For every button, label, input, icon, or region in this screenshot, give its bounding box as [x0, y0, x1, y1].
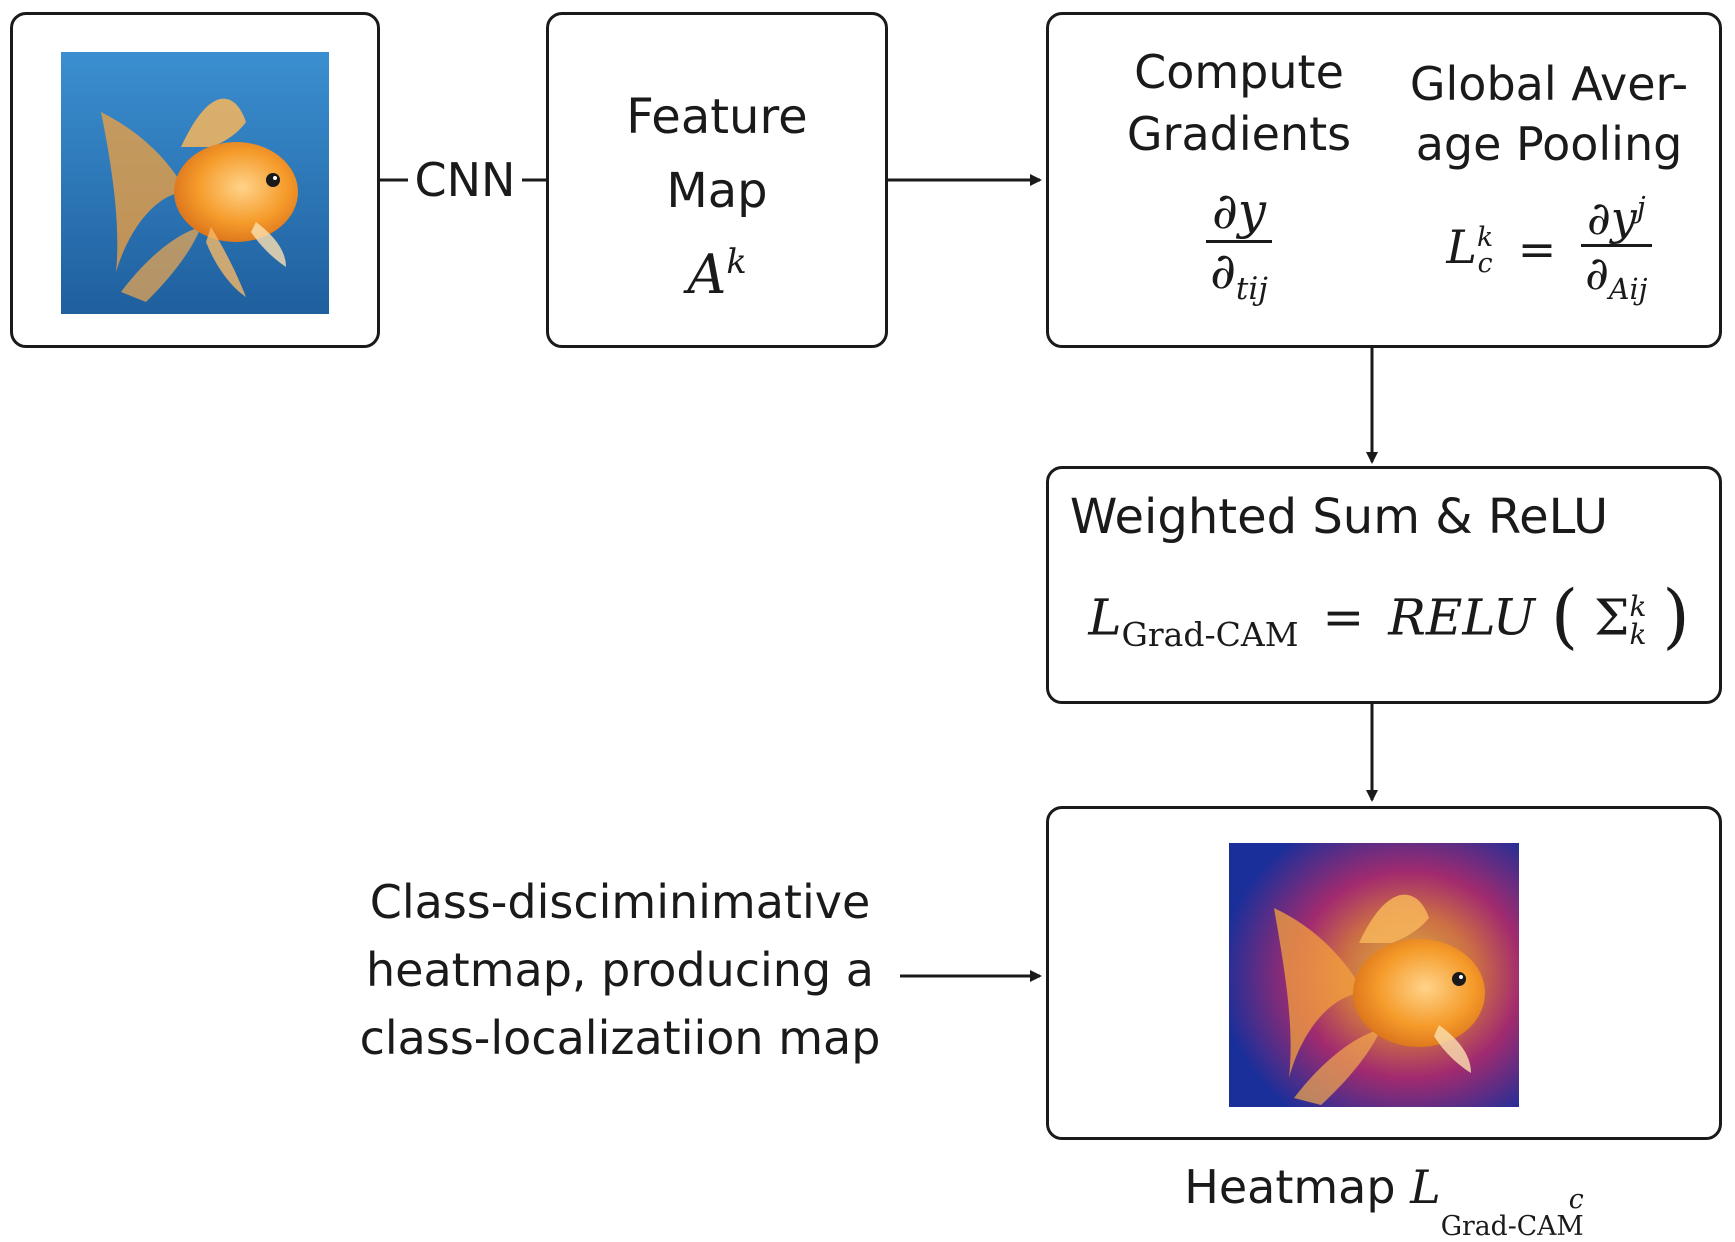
gradient-formula: ∂y ∂tij	[1139, 185, 1339, 305]
gradient-den-sub: tij	[1235, 270, 1268, 307]
gap-den-main: ∂	[1585, 246, 1609, 301]
gap-num-base: ∂y	[1586, 191, 1637, 246]
goldfish-input-image	[61, 52, 329, 314]
weighted-lparen: (	[1550, 575, 1579, 657]
gap-lhs-sub: c	[1477, 248, 1493, 280]
gap-lhs-sup: k	[1476, 221, 1494, 253]
cnn-label: CNN	[414, 153, 516, 207]
weighted-sigma: Σ	[1594, 588, 1630, 647]
feature-map-title-line1: Feature	[626, 89, 808, 145]
weighted-relu: RELU	[1388, 588, 1535, 647]
weighted-sum-box: Weighted Sum & ReLU LGrad-CAM = RELU ( Σ…	[1046, 466, 1722, 704]
gradients-title-line1: Compute	[1134, 45, 1344, 99]
weighted-sigma-sub: k	[1629, 618, 1647, 652]
gap-numerator: ∂yj	[1580, 191, 1652, 248]
gap-title-line1: Global Aver-	[1409, 57, 1689, 111]
side-text-line3: class-localizatiion map	[359, 1011, 881, 1065]
feature-map-title-line2: Map	[666, 163, 768, 219]
gradient-den-main: ∂	[1210, 241, 1236, 300]
input-image-box	[10, 12, 380, 348]
heatmap-caption-sub: Grad-CAM	[1440, 1211, 1584, 1242]
heatmap-caption-sup: c	[1568, 1184, 1584, 1216]
gap-lhs-base: L	[1446, 220, 1477, 275]
gap-fraction: ∂yj ∂Aij	[1580, 191, 1652, 305]
gradients-pooling-box: Compute Gradients ∂y ∂tij Global Aver- a…	[1046, 12, 1722, 348]
weighted-title: Weighted Sum & ReLU	[1069, 489, 1609, 545]
weighted-rparen: )	[1662, 575, 1690, 657]
gap-den-sub: Aij	[1608, 273, 1648, 307]
heatmap-caption-lhs: L	[1410, 1160, 1441, 1214]
goldfish-heatmap-image	[1229, 843, 1519, 1107]
feature-map-symbol-base: A	[687, 243, 727, 307]
side-text-line2: heatmap, producing a	[366, 943, 874, 997]
gradient-fraction: ∂y ∂tij	[1205, 185, 1273, 305]
weighted-lhs-base: L	[1088, 588, 1122, 647]
feature-map-box: Feature Map Ak	[546, 12, 888, 348]
gap-equals: =	[1517, 222, 1557, 277]
feature-map-symbol-sup: k	[726, 242, 747, 281]
heatmap-box	[1046, 806, 1722, 1140]
gap-denominator: ∂Aij	[1585, 247, 1647, 305]
feature-map-symbol: Ak	[549, 229, 885, 308]
gradient-numerator: ∂y	[1205, 185, 1273, 243]
gradients-title-line2: Gradients	[1126, 107, 1352, 161]
weighted-equals: =	[1322, 588, 1365, 647]
gradient-denominator: ∂tij	[1210, 243, 1268, 305]
weighted-lhs-sub: Grad-CAM	[1121, 614, 1299, 654]
weighted-sigma-sup: k	[1629, 590, 1647, 624]
gap-title-line2: age Pooling	[1415, 117, 1683, 171]
gap-num-sup: j	[1636, 191, 1646, 224]
heatmap-caption-word: Heatmap	[1184, 1160, 1396, 1214]
side-text-line1: Class-disciminimative	[369, 875, 871, 929]
